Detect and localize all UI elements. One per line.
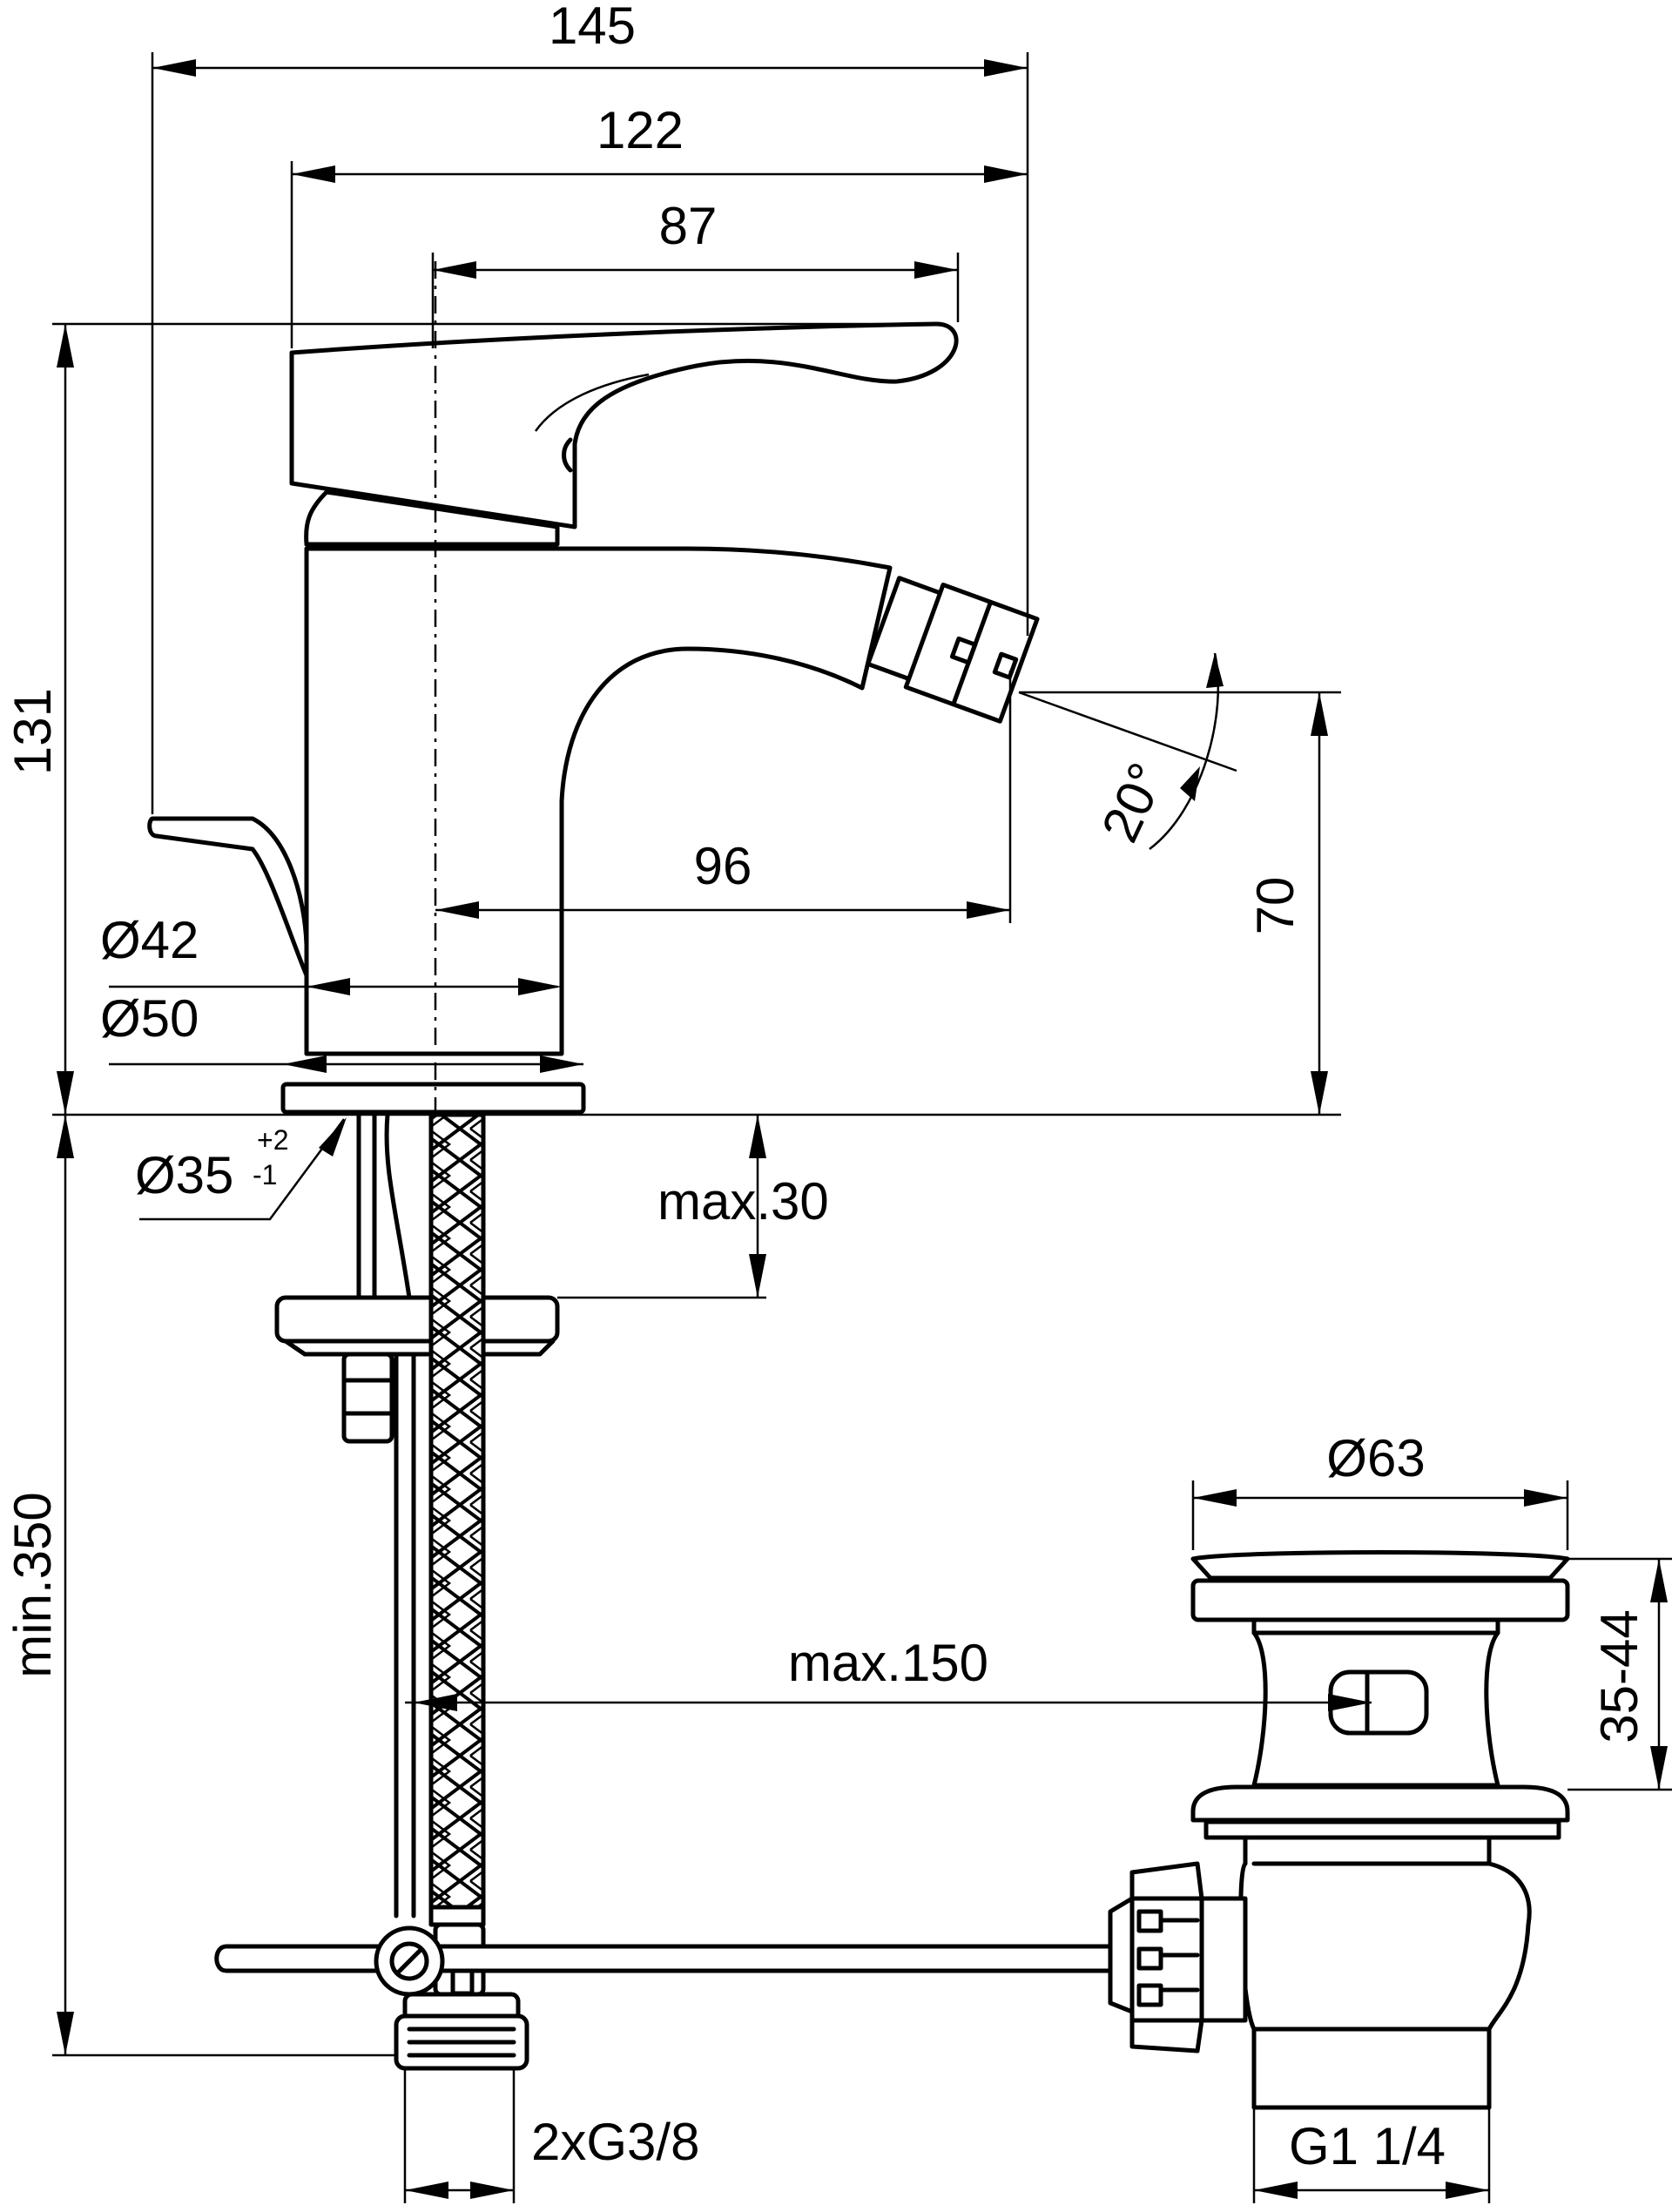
rod-connector xyxy=(1108,1861,1248,2054)
dim-g1-14: G1 1/4 xyxy=(1289,2117,1446,2175)
dim-145: 145 xyxy=(549,0,636,55)
lever-handle xyxy=(289,321,959,529)
cartridge-cap xyxy=(304,489,560,547)
fixing-plate xyxy=(274,1295,560,1344)
base-plate xyxy=(280,1082,586,1115)
dim-87: 87 xyxy=(659,197,718,255)
dim-131: 131 xyxy=(3,688,62,775)
waste-fitting xyxy=(1108,1550,1570,2110)
installation-parts xyxy=(214,1112,1113,2071)
dim-max-30: max.30 xyxy=(657,1172,829,1231)
dim-dia-63: Ø63 xyxy=(1326,1429,1425,1487)
braided-hose xyxy=(428,1112,486,1919)
dim-122: 122 xyxy=(597,101,684,159)
lever-groove xyxy=(534,373,650,432)
popup-rod xyxy=(214,1944,1113,1973)
dim-dia-35: Ø35 xyxy=(135,1146,233,1204)
dim-dia-35-tol-minus: -1 xyxy=(253,1159,277,1190)
hose-fittings xyxy=(394,1905,529,2071)
body-column xyxy=(304,546,893,1056)
dim-min-350: min.350 xyxy=(3,1492,62,1677)
spray-nozzle xyxy=(866,576,1040,724)
dim-max-150: max.150 xyxy=(788,1634,988,1692)
popup-lever xyxy=(147,816,309,978)
dim-35-44: 35-44 xyxy=(1590,1609,1648,1743)
dim-dia-35-tol-plus: +2 xyxy=(257,1124,288,1156)
dimension-lines xyxy=(52,52,1672,2203)
lever-notch xyxy=(562,437,573,473)
dimension-labels: 145 122 87 131 96 70 20° Ø42 Ø50 Ø35 +2 … xyxy=(3,0,1648,2175)
dim-96: 96 xyxy=(694,837,752,895)
dim-70: 70 xyxy=(1246,877,1305,935)
dim-2xg38: 2xG3/8 xyxy=(531,2113,699,2171)
dim-dia-42: Ø42 xyxy=(100,911,199,969)
mixer-body xyxy=(147,321,1040,1115)
dim-dia-50: Ø50 xyxy=(100,989,199,1048)
